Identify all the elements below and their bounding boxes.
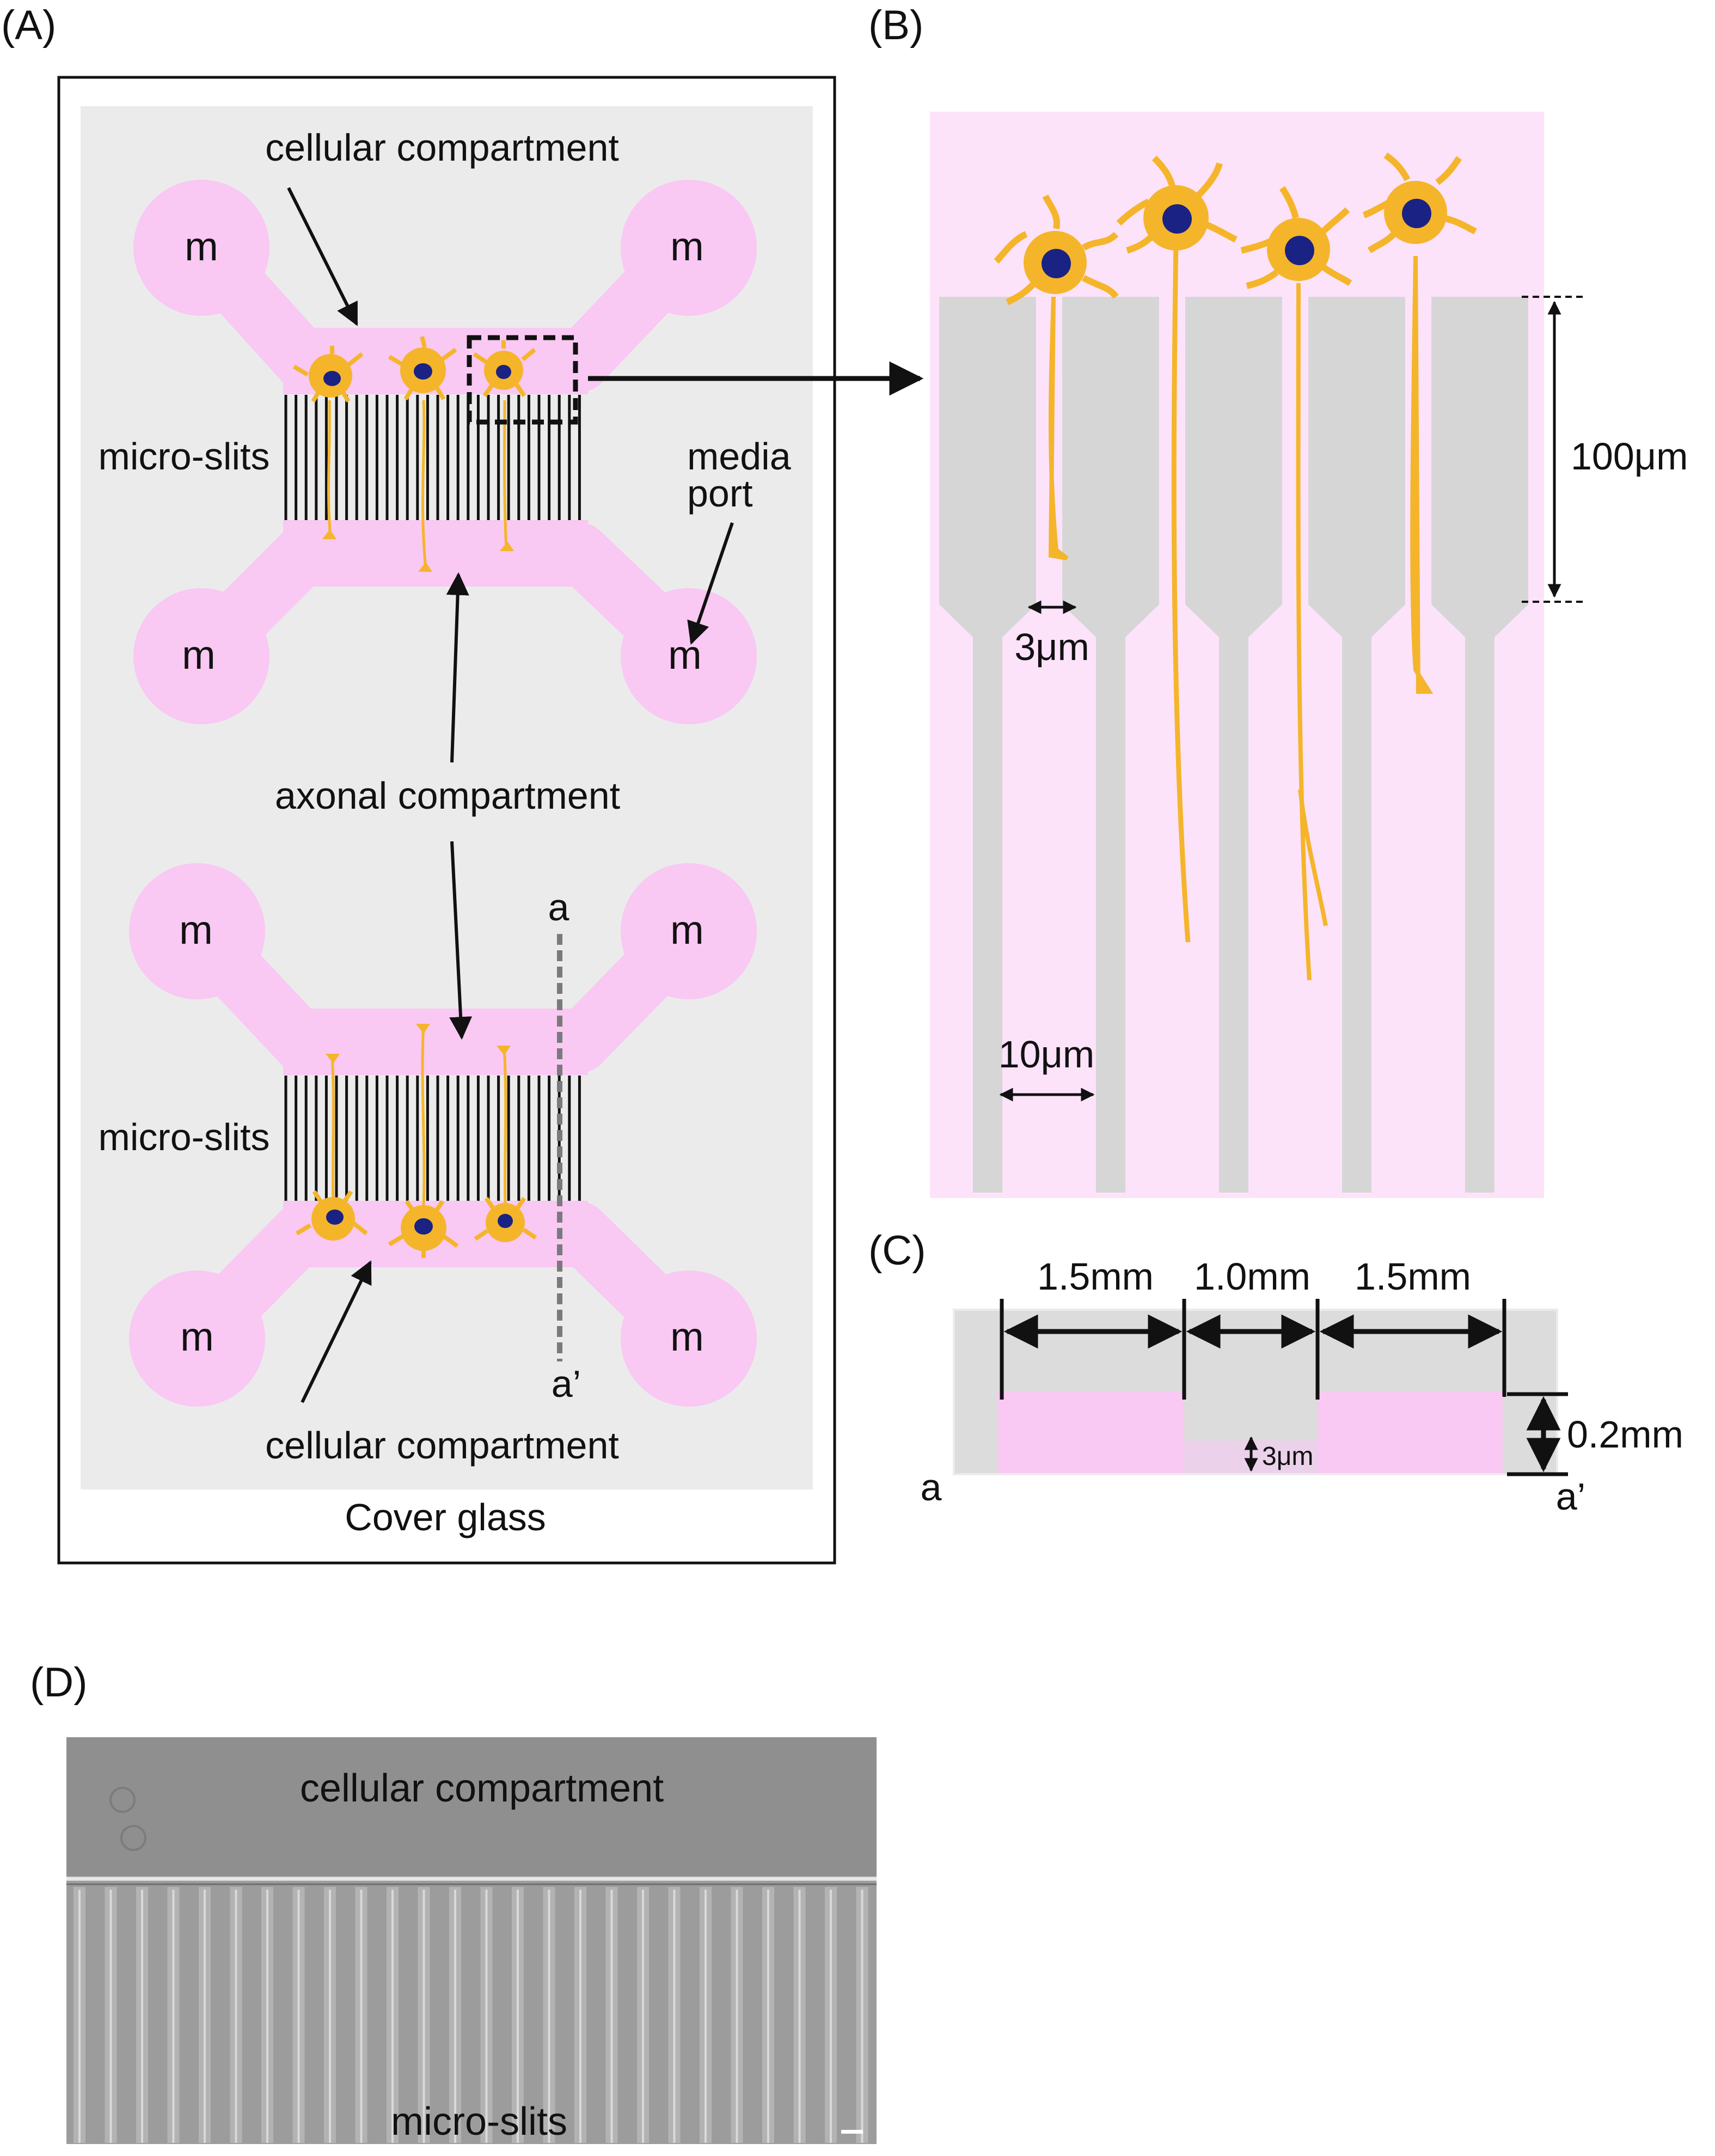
panel-a-letter: (A) [1, 2, 56, 48]
micrograph-bottom-label: micro-slits [391, 2100, 567, 2143]
port-labels: m m m m m m m m [179, 224, 704, 1359]
panel-b-letter: (B) [868, 2, 923, 48]
cross-section-ticks [1000, 1299, 1568, 1476]
micro-slit-profile [939, 297, 1036, 1193]
media-port [133, 588, 270, 724]
dim-label-2: 1.0mm [1194, 1255, 1310, 1298]
panel-c-letter: (C) [868, 1227, 926, 1274]
port-label: m [670, 224, 704, 269]
arrow-axonal-down [449, 841, 473, 1040]
neurons-bottom [295, 1023, 537, 1258]
width-label: 10μm [999, 1033, 1095, 1076]
dim-label-1: 1.5mm [1037, 1255, 1154, 1298]
micro-slits-label-bottom: micro-slits [99, 1116, 270, 1158]
slit-height-label: 3μm [1262, 1442, 1313, 1471]
neurons-top [292, 336, 536, 572]
arrow-media-port [687, 522, 734, 645]
micrograph-slits [74, 1887, 868, 2143]
port-label: m [668, 632, 702, 677]
cover-glass-label: Cover glass [345, 1496, 546, 1538]
micrograph [66, 1737, 877, 2144]
micro-slits-bottom [284, 1076, 581, 1201]
micro-slit-profile [1431, 297, 1528, 1193]
axonal-compartment-label: axonal compartment [275, 774, 620, 817]
cross-section-axonal-channel [1318, 1391, 1503, 1473]
height-label: 0.2mm [1567, 1413, 1683, 1456]
micro-slit-profile [1308, 297, 1405, 1193]
media-port [621, 1271, 757, 1407]
micrograph-top-label: cellular compartment [300, 1767, 664, 1810]
section-end-label: a’ [552, 1363, 581, 1405]
length-label: 100μm [1571, 435, 1688, 478]
micro-slit-profile [1185, 297, 1282, 1193]
media-port [133, 180, 270, 316]
micro-slits-top [284, 395, 581, 520]
dim-label-3: 1.5mm [1355, 1255, 1471, 1298]
bottom-device [129, 863, 757, 1407]
top-device [133, 180, 757, 724]
port-label: m [185, 224, 218, 269]
media-port [621, 588, 757, 724]
arrow-cellular-bottom [301, 1260, 372, 1403]
arrow-axonal-up [446, 572, 469, 763]
port-label: m [182, 632, 216, 677]
media-port-label-line1: media [687, 435, 791, 478]
gap-label: 3μm [1014, 626, 1089, 668]
section-start-label: a [548, 886, 569, 929]
cellular-compartment-label-top: cellular compartment [265, 126, 619, 169]
port-label: m [670, 907, 704, 952]
cross-section-cellular-channel [997, 1391, 1184, 1473]
port-label: m [670, 1314, 704, 1359]
media-port [621, 180, 757, 316]
axonal-compartment-top [283, 520, 588, 587]
scale-bar [841, 2130, 863, 2134]
micro-slit-profiles [939, 297, 1528, 1193]
port-label: m [180, 1314, 214, 1359]
arrow-cellular-top [287, 187, 358, 326]
media-port [621, 863, 757, 999]
media-port [129, 1271, 265, 1407]
port-label: m [179, 907, 213, 952]
panel-d-letter: (D) [30, 1659, 88, 1706]
axonal-compartment-bottom [283, 1009, 588, 1075]
cellular-compartment-label-bottom: cellular compartment [265, 1424, 619, 1467]
section-start-label-c: a [921, 1466, 942, 1508]
neurons-zoom [994, 152, 1477, 981]
micro-slits-label-top: micro-slits [99, 435, 270, 478]
media-port-label-line2: port [687, 472, 753, 515]
media-port [129, 863, 265, 999]
micro-slit-profile [1062, 297, 1159, 1193]
section-end-label-c: a’ [1556, 1475, 1585, 1518]
zoom-region-box [467, 335, 578, 425]
